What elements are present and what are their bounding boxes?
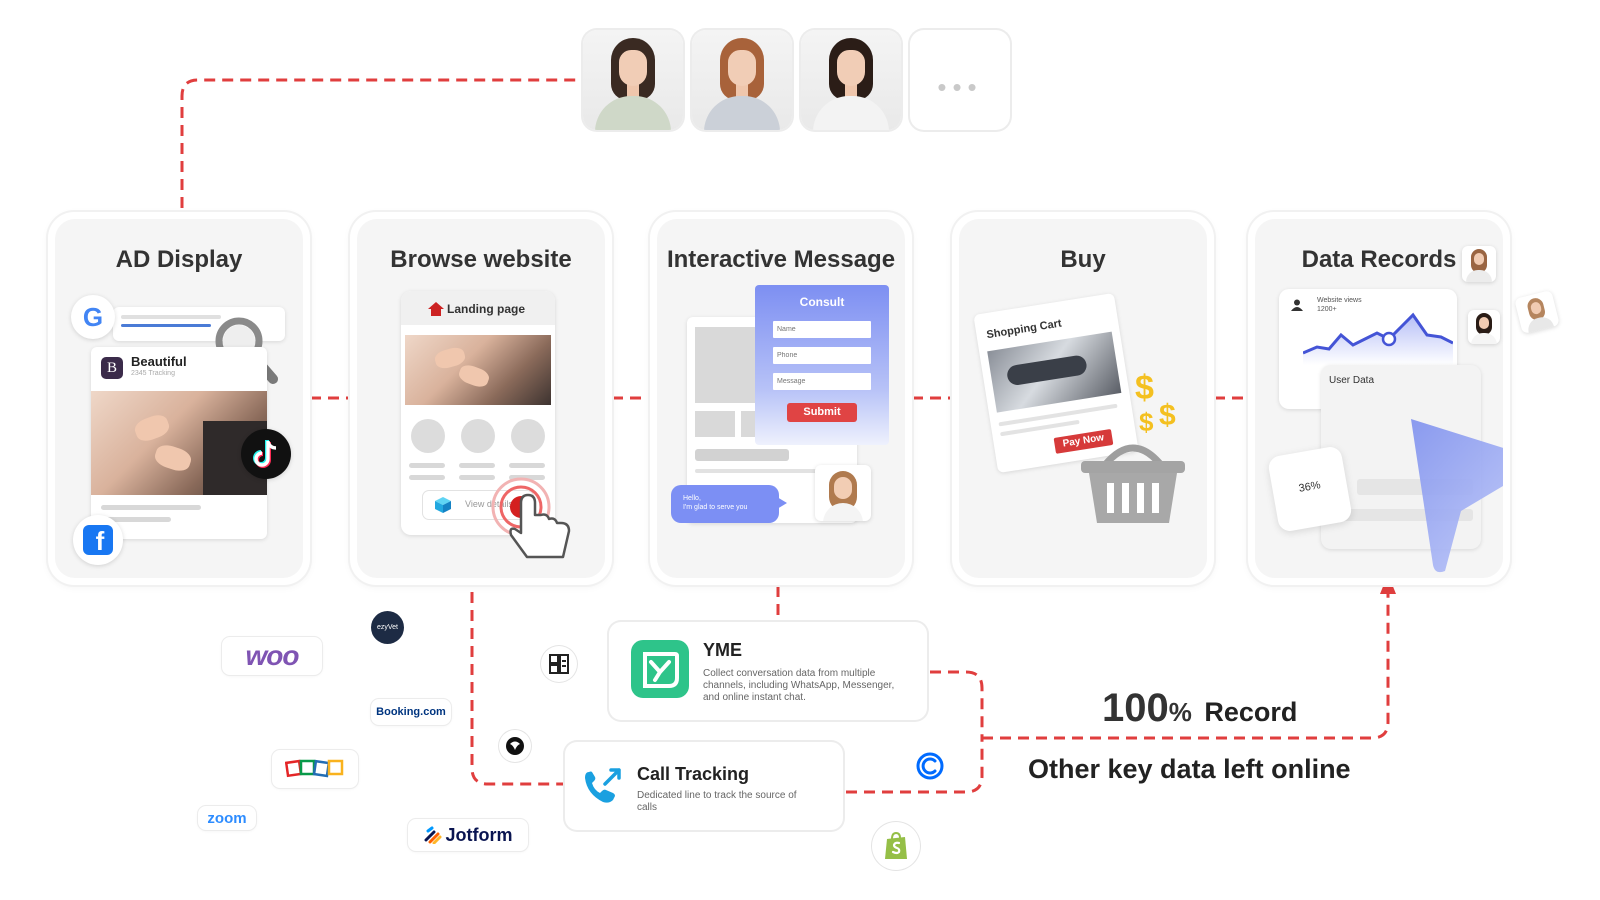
consult-form-title: Consult bbox=[799, 295, 845, 309]
phone-call-icon bbox=[585, 768, 621, 803]
brand-name: Beautiful bbox=[131, 354, 187, 369]
tiktok-icon bbox=[241, 429, 291, 479]
landing-page-label: Landing page bbox=[447, 302, 525, 316]
bird-logo-icon bbox=[499, 730, 531, 762]
connector-ad-to-audience bbox=[180, 78, 578, 208]
record-subtitle: Other key data left online bbox=[1028, 754, 1351, 784]
call-tracking-box[interactable]: Call Tracking Dedicated line to track th… bbox=[565, 742, 843, 830]
connector-yme-to-record bbox=[930, 670, 984, 738]
call-tracking-description: Dedicated line to track the source of ca… bbox=[637, 790, 797, 813]
connector-record-to-data bbox=[982, 592, 1390, 740]
stage-card-buy: Buy Shopping Cart Pay Now $ $ $ bbox=[952, 212, 1214, 585]
building-icon bbox=[541, 646, 577, 682]
product-photo bbox=[987, 331, 1122, 413]
record-summary: 100% Record bbox=[1102, 686, 1297, 731]
jotform-logo: Jotform bbox=[408, 819, 528, 851]
yme-box[interactable]: YME Collect conversation data from multi… bbox=[609, 622, 927, 720]
ad-spa-photo bbox=[91, 391, 267, 495]
audience-avatar-1 bbox=[583, 30, 683, 130]
stage-card-interactive-message: Interactive Message Consult Submit Hello… bbox=[650, 212, 912, 585]
audience-avatar-3 bbox=[801, 30, 901, 130]
ad-post-panel: B Beautiful 2345 Tracking bbox=[91, 347, 267, 539]
phone-input[interactable] bbox=[773, 347, 871, 364]
call-tracking-title: Call Tracking bbox=[637, 764, 750, 784]
jotform-icon bbox=[424, 826, 441, 844]
yme-logo-icon bbox=[631, 640, 689, 698]
zoom-logo: zoom bbox=[198, 806, 256, 830]
landing-page-mock: Landing page View details bbox=[401, 291, 555, 535]
name-input[interactable] bbox=[773, 321, 871, 338]
views-line-chart bbox=[1303, 312, 1453, 365]
landing-spa-photo bbox=[405, 335, 551, 405]
google-icon: G bbox=[71, 295, 115, 339]
stage-title: Buy bbox=[1060, 246, 1106, 273]
cube-icon bbox=[435, 497, 451, 513]
yme-title: YME bbox=[703, 640, 743, 660]
submit-button[interactable]: Submit bbox=[787, 403, 857, 422]
dollar-sign-3: $ bbox=[1139, 407, 1154, 437]
basket-icon bbox=[1081, 444, 1185, 523]
audience-avatar-2 bbox=[692, 30, 792, 130]
home-icon bbox=[428, 302, 444, 316]
dollar-sign-2: $ bbox=[1159, 399, 1176, 432]
stage-title: AD Display bbox=[115, 246, 243, 273]
stage-card-browse-website: Browse website Landing page bbox=[350, 212, 612, 585]
connector-browse-to-call bbox=[470, 592, 565, 786]
stage-title: Browse website bbox=[390, 246, 572, 273]
brand-subtitle: 2345 Tracking bbox=[131, 370, 175, 377]
booking-logo: Booking.com bbox=[371, 699, 451, 725]
agent-avatar bbox=[815, 465, 871, 521]
record-percent-number: 100 bbox=[1102, 686, 1169, 730]
user-icon bbox=[1291, 299, 1303, 311]
zoho-logo-icon bbox=[272, 750, 358, 788]
facebook-icon: f bbox=[73, 515, 123, 565]
shopping-cart-label: Shopping Cart bbox=[985, 317, 1063, 342]
more-dots-icon: ••• bbox=[937, 72, 983, 102]
stage-card-ad-display: AD Display G B Beautiful 2345 Tracking bbox=[48, 212, 310, 585]
stage-title: Interactive Message bbox=[666, 246, 896, 273]
shopify-logo-icon bbox=[872, 822, 920, 870]
woo-logo: woo bbox=[222, 637, 322, 675]
audience-more[interactable]: ••• bbox=[910, 30, 1010, 130]
dollar-sign-1: $ bbox=[1135, 369, 1154, 407]
calendly-logo-icon bbox=[912, 748, 948, 784]
floating-avatar-2 bbox=[1468, 310, 1500, 344]
chat-bubble: Hello, I'm glad to serve you bbox=[671, 485, 787, 523]
connector-call-to-record bbox=[846, 738, 984, 794]
yme-description: Collect conversation data from multiple … bbox=[703, 668, 895, 703]
floating-avatar-1 bbox=[1462, 246, 1496, 282]
stage-title: Data Records bbox=[1301, 246, 1457, 273]
brand-avatar: B bbox=[101, 357, 123, 379]
record-word: Record bbox=[1204, 697, 1298, 727]
click-hand-icon bbox=[491, 477, 571, 559]
percent-card: 36% bbox=[1266, 445, 1354, 533]
consult-form: Consult Submit bbox=[755, 285, 889, 445]
ezyvet-logo: ezyVet bbox=[371, 611, 404, 644]
record-percent-sign: % bbox=[1168, 697, 1192, 727]
funnel-icon bbox=[1411, 419, 1503, 573]
message-input[interactable] bbox=[773, 373, 871, 390]
